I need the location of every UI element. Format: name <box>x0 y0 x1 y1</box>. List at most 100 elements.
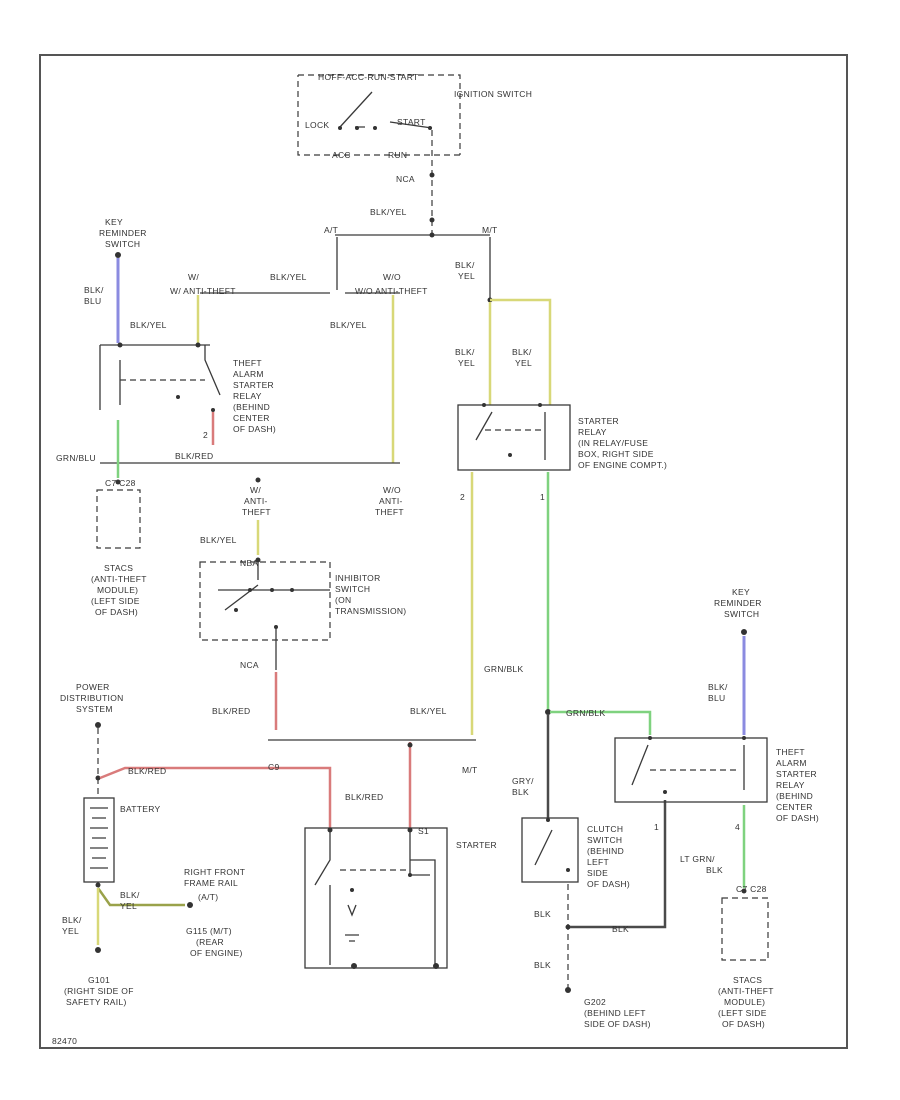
ground-frame-l5: (REAR <box>196 937 224 947</box>
junction-dot <box>433 963 439 969</box>
theft-out1-l3: THEFT <box>242 507 271 517</box>
junction-dot <box>742 736 746 740</box>
battery-wire-2: YEL <box>120 901 137 911</box>
wire <box>550 710 652 735</box>
inhibitor-l2: SWITCH <box>335 584 370 594</box>
ground-frame-l6: OF ENGINE) <box>190 948 243 958</box>
theft-out2-l2: ANTI- <box>379 496 403 506</box>
ground-safety-l1: G101 <box>88 975 110 985</box>
power-dist-wire: BLK/RED <box>128 766 166 776</box>
ignition-lock: LOCK <box>305 120 329 130</box>
ignition-acc: ACC <box>332 150 351 160</box>
starter-relay: STARTER RELAY (IN RELAY/FUSE BOX, RIGHT … <box>457 403 667 502</box>
theft-relay-1-l4: RELAY <box>233 391 262 401</box>
junction-dot <box>95 722 101 728</box>
wire <box>314 832 436 965</box>
junction-dot <box>176 395 180 399</box>
junction-dot <box>429 232 435 238</box>
junction-dot <box>195 342 201 348</box>
inhibitor-switch: NBA INHIBITOR SWITCH (ON TRANSMISSION) N… <box>199 557 406 670</box>
footer-code: 82470 <box>52 1036 77 1046</box>
ignition-start: START <box>397 117 426 127</box>
battery-label: BATTERY <box>120 804 161 814</box>
ground-frame-l1: RIGHT FRONT <box>184 867 245 877</box>
junction-dot <box>95 882 101 888</box>
junction-dot <box>95 775 101 781</box>
junction-dot <box>248 588 252 592</box>
theft-in2: W/O ANTI-THEFT <box>355 286 428 296</box>
theft-in1: W/ ANTI-THEFT <box>170 286 236 296</box>
starter-relay-wire-b-2: YEL <box>458 358 475 368</box>
theft-relay-1-pin: 2 <box>203 430 208 440</box>
key-reminder-2-l2: REMINDER <box>714 598 762 608</box>
wire <box>631 744 745 790</box>
theft-in2-a: W/O <box>383 272 401 282</box>
junction-dot <box>663 790 667 794</box>
power-dist-connector: C9 <box>268 762 279 772</box>
inhibitor-connector-top: NBA <box>240 558 258 568</box>
wire <box>90 807 108 869</box>
key-reminder-2-l1: KEY <box>732 587 750 597</box>
theft-relay-2-l2: ALARM <box>776 758 807 768</box>
key-reminder-1-l2: REMINDER <box>99 228 147 238</box>
wire <box>218 562 330 611</box>
diagram-border <box>39 54 848 1049</box>
theft-out2-l1: W/O <box>383 485 401 495</box>
starter-relay-wire-green: GRN/BLK <box>484 664 523 674</box>
junction-dot <box>429 217 435 223</box>
junction-dot <box>741 888 747 894</box>
theft-relay-2-l7: OF DASH) <box>776 813 819 823</box>
junction-dot <box>117 342 123 348</box>
theft-relay-1-l1: THEFT <box>233 358 262 368</box>
starter-relay-l1: STARTER <box>578 416 619 426</box>
junction-dot <box>211 408 215 412</box>
starter-relay-l5: OF ENGINE COMPT.) <box>578 460 667 470</box>
theft-out2-l3: THEFT <box>375 507 404 517</box>
wire <box>119 345 221 405</box>
stacs-2-l2: (ANTI-THEFT <box>718 986 774 996</box>
starter-relay-wire-c-1: BLK/ <box>512 347 532 357</box>
clutch-wire-2: BLK <box>512 787 529 797</box>
ground-frame-l3: (A/T) <box>198 892 218 902</box>
stacs-1-l3: MODULE) <box>97 585 138 595</box>
power-dist-l3: SYSTEM <box>76 704 113 714</box>
junction-dot <box>407 827 413 833</box>
starter-relay-wire-yel: BLK/YEL <box>410 706 447 716</box>
key-reminder-1-wire-1: BLK/ <box>84 285 104 295</box>
starter-relay-pin-left: 2 <box>460 492 465 502</box>
stacs-2-l1: STACS <box>733 975 762 985</box>
theft-relay-2-l6: CENTER <box>776 802 813 812</box>
inhibitor-wire-bottom: BLK/RED <box>212 706 250 716</box>
key-reminder-2-wire-2: BLU <box>708 693 725 703</box>
wire <box>345 904 359 942</box>
junction-dot <box>566 868 570 872</box>
inhibitor-connector-bottom: NCA <box>240 660 259 670</box>
clutch-l5: SIDE <box>587 868 608 878</box>
junction-dot <box>350 888 354 892</box>
ignition-switch: HOFF-ACC-RUN-START IGNITION SWITCH LOCK … <box>297 72 532 235</box>
ignition-connector: NCA <box>396 174 415 184</box>
theft-wire-right: BLK/YEL <box>330 320 367 330</box>
battery-wire-bottom-2: YEL <box>62 926 79 936</box>
stacs-2-l3: MODULE) <box>724 997 765 1007</box>
ground-safety-l3: SAFETY RAIL) <box>66 997 127 1007</box>
stacs-2-l4: (LEFT SIDE <box>718 1008 767 1018</box>
junction-dot <box>115 479 121 485</box>
clutch-l3: (BEHIND <box>587 846 624 856</box>
junction-dot <box>355 126 359 130</box>
key-reminder-1-l3: SWITCH <box>105 239 140 249</box>
ground-frame-l2: FRAME RAIL <box>184 878 238 888</box>
wire <box>534 829 553 866</box>
theft-relay-1-l6: CENTER <box>233 413 270 423</box>
clutch-wire-blk3: BLK <box>534 960 551 970</box>
theft-relay-1-l7: OF DASH) <box>233 424 276 434</box>
starter-relay-pin-right: 1 <box>540 492 545 502</box>
theft-wire-left: BLK/YEL <box>130 320 167 330</box>
ground-dash-l3: SIDE OF DASH) <box>584 1019 651 1029</box>
starter-label: STARTER <box>456 840 497 850</box>
power-dist-l2: DISTRIBUTION <box>60 693 124 703</box>
battery-wire-1: BLK/ <box>120 890 140 900</box>
theft-relay-1-l2: ALARM <box>233 369 264 379</box>
ground-dash-l2: (BEHIND LEFT <box>584 1008 646 1018</box>
